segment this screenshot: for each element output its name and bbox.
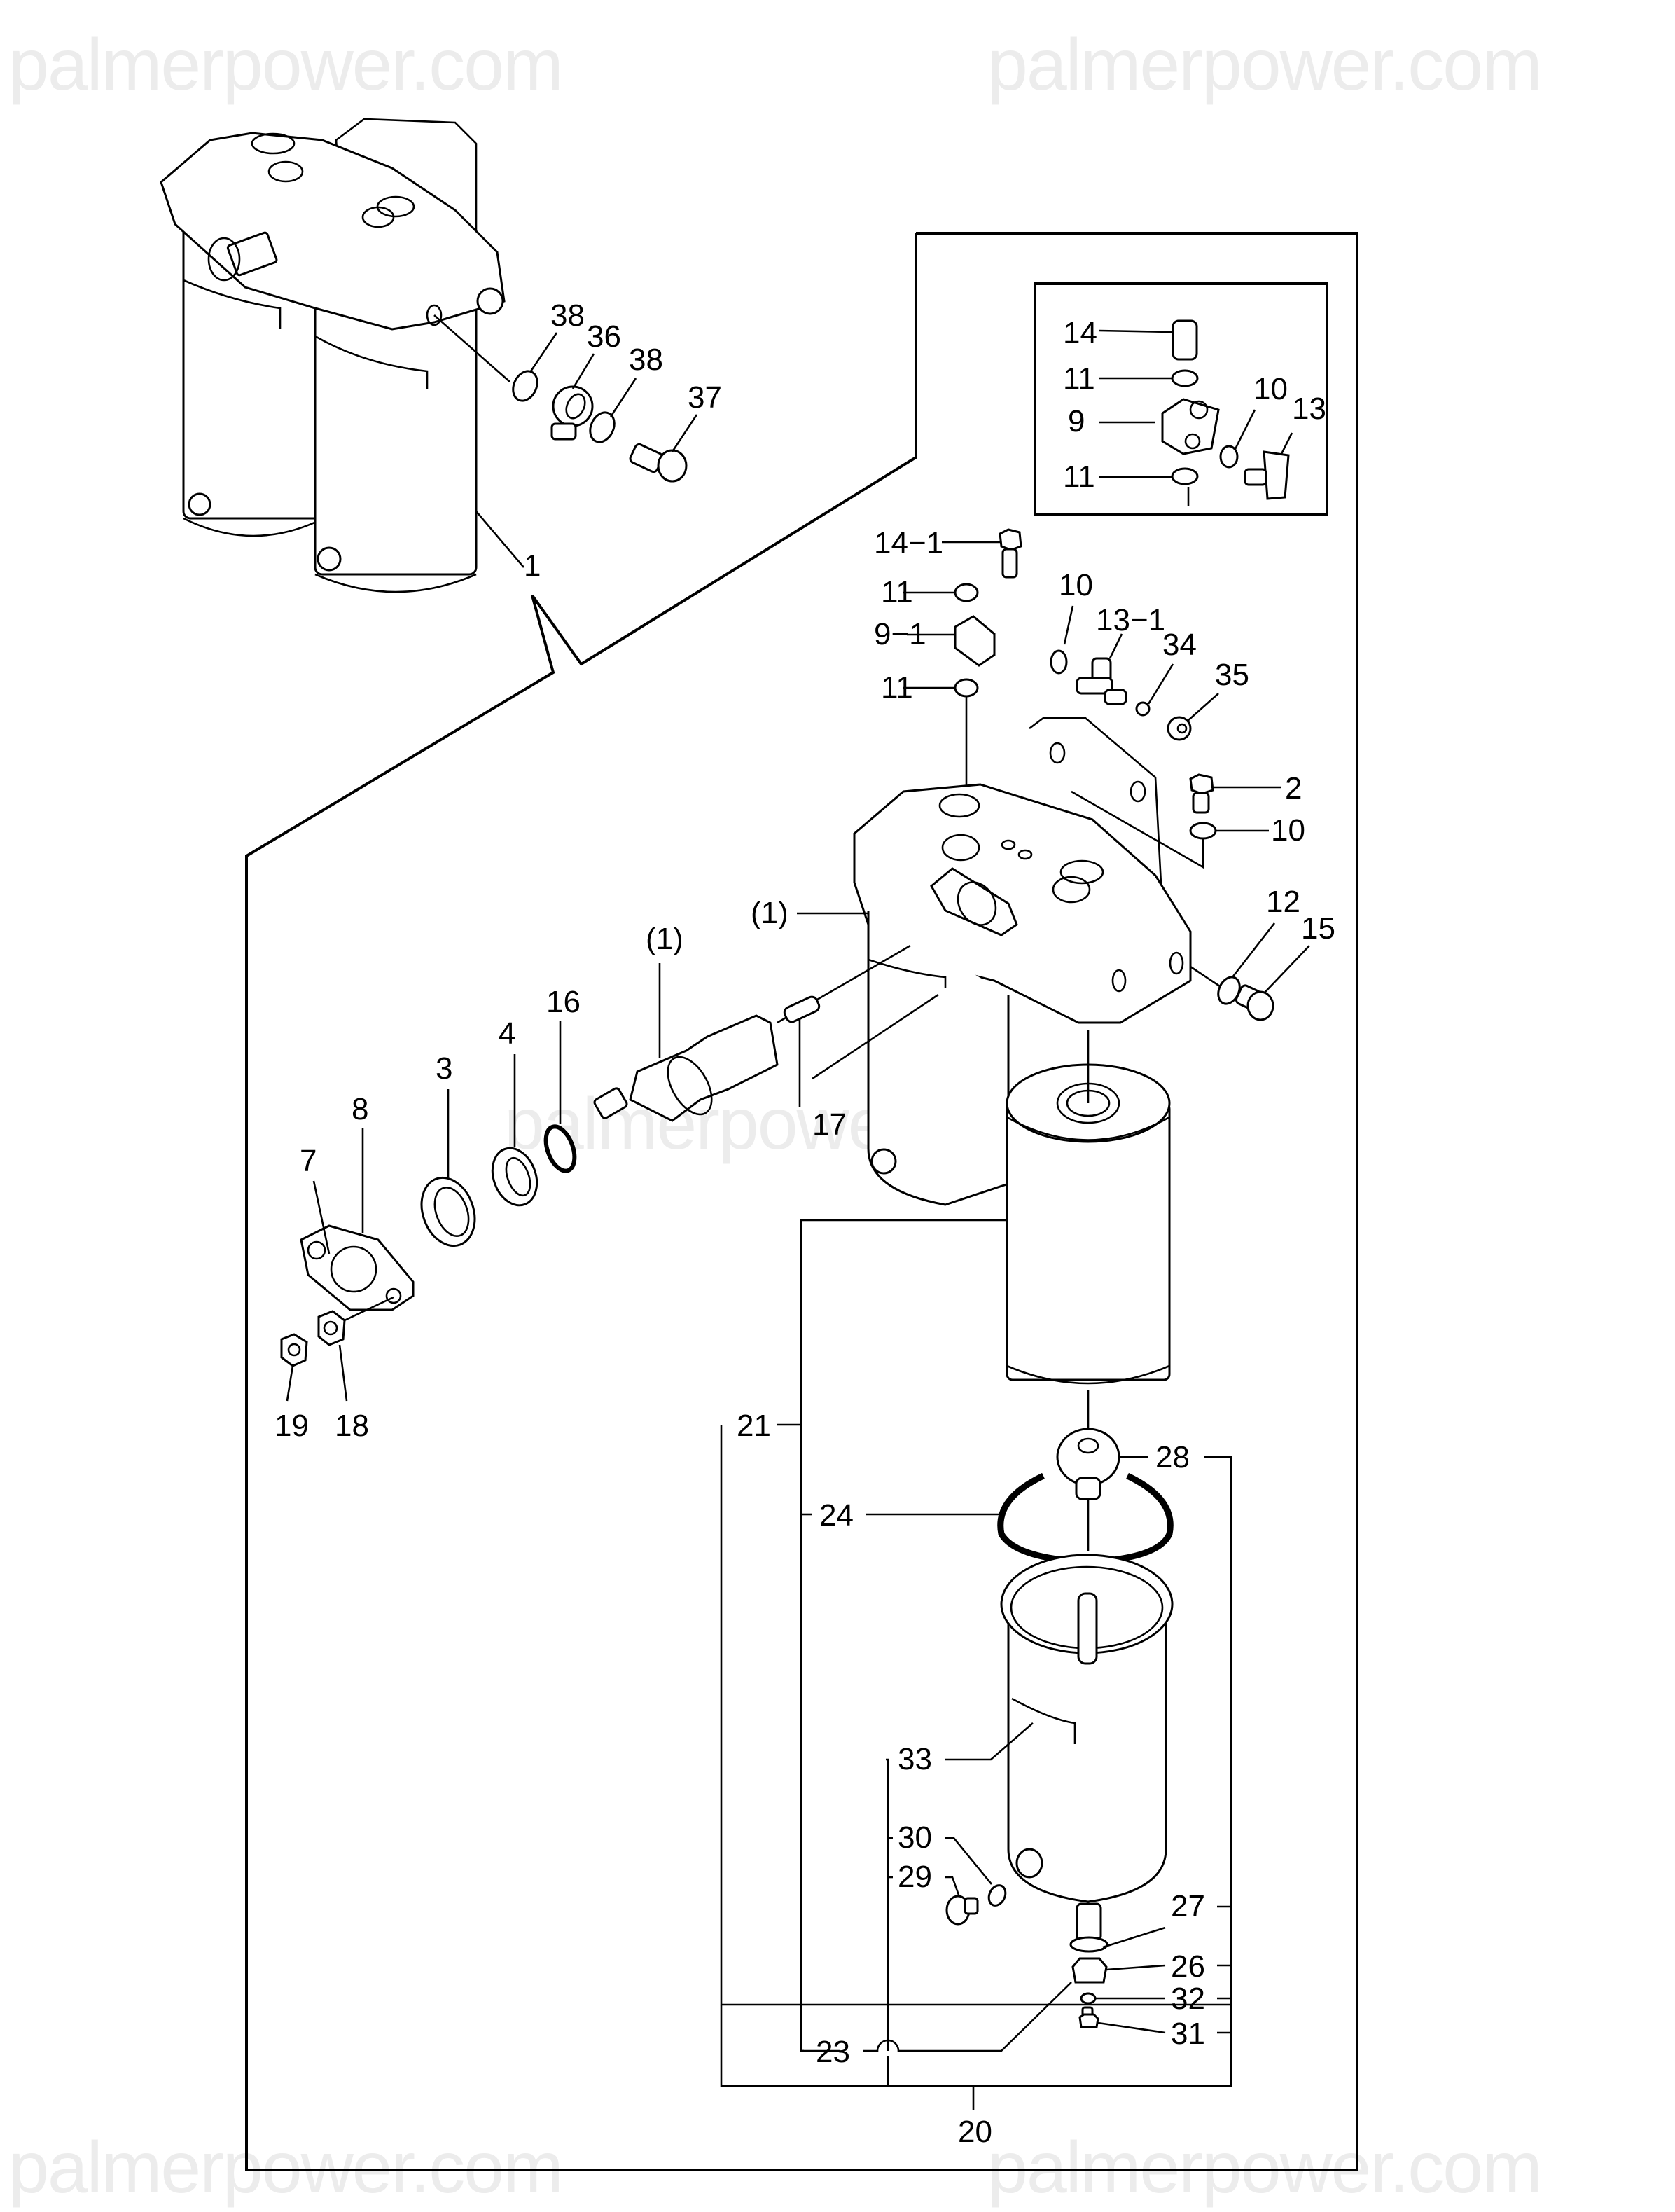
part-30-washer [987, 1884, 1007, 1907]
callout-21: 21 [737, 1409, 771, 1443]
part-38-washer-a [512, 370, 538, 402]
part-11-washer-a [954, 583, 979, 602]
inset-callout-11-a: 11 [1063, 361, 1095, 396]
filter-assembly-complete [160, 118, 506, 593]
callout-33: 33 [898, 1742, 932, 1776]
part-10-washer-a [1050, 649, 1068, 675]
callout-12: 12 [1266, 885, 1300, 919]
callout-24: 24 [819, 1498, 854, 1533]
callout-2: 2 [1285, 771, 1302, 806]
bracket-21 [800, 1219, 1007, 2052]
exploded-view-frame [245, 232, 1358, 2171]
callout-31: 31 [1171, 2017, 1205, 2051]
callout-8: 8 [352, 1092, 368, 1126]
part-15-plug [1235, 984, 1274, 1021]
inset-callout-14: 14 [1063, 316, 1097, 350]
part-16-o-ring [543, 1124, 577, 1173]
part-28-drain-valve-seat [1056, 1428, 1120, 1500]
part-27-drain-stem [1069, 1902, 1108, 1953]
callout-32: 32 [1171, 1982, 1205, 2016]
part-9-1-block [954, 615, 996, 667]
callout-36: 36 [587, 319, 621, 354]
callout-38-b: 38 [629, 343, 663, 377]
callout-30: 30 [898, 1820, 932, 1855]
bracket-20 [720, 2005, 1232, 2087]
leader-1 [475, 511, 524, 568]
watermark-bottom-left: palmerpower.com [8, 2127, 562, 2208]
callout-13-1: 13−1 [1096, 603, 1165, 637]
part-13-1-fitting [1076, 657, 1127, 705]
part-4-seal [491, 1147, 538, 1207]
callout-1: 1 [524, 548, 541, 583]
callout-28: 28 [1155, 1440, 1190, 1474]
watermark-top-left: palmerpower.com [8, 25, 562, 106]
part-18-nut [317, 1310, 346, 1346]
callout-3: 3 [436, 1051, 452, 1086]
part-32-washer [1080, 1992, 1097, 2005]
inset-frame [1034, 282, 1328, 516]
callout-26: 26 [1171, 1949, 1205, 1984]
callout-18: 18 [335, 1409, 369, 1443]
callout-35: 35 [1215, 658, 1249, 692]
part-valve-spool [593, 1014, 779, 1122]
part-33-bowl [1000, 1554, 1174, 1903]
part-35-cap-nut [1167, 716, 1192, 741]
part-19-nut [280, 1333, 308, 1367]
callout-34: 34 [1162, 628, 1197, 662]
callout-23: 23 [816, 2035, 850, 2069]
inset-callout-10: 10 [1253, 372, 1288, 406]
part-3-washer [420, 1176, 476, 1247]
callout-29: 29 [898, 1860, 932, 1894]
inset-callout-13: 13 [1292, 392, 1326, 426]
part-8-flange-cover [300, 1224, 415, 1311]
part-29-drain-plug [945, 1895, 979, 1926]
callout-27: 27 [1171, 1889, 1205, 1923]
filter-canister-left [867, 911, 1010, 1206]
bracket-28 [888, 1456, 1232, 2006]
callout-1-paren-spool: (1) [646, 922, 683, 956]
callout-16: 16 [546, 985, 581, 1019]
callout-4: 4 [499, 1016, 515, 1051]
callout-1-paren-canister: (1) [751, 896, 788, 930]
callout-15: 15 [1301, 911, 1335, 946]
callout-20: 20 [958, 2115, 992, 2149]
callout-10-b: 10 [1271, 813, 1305, 848]
watermark-top-right: palmerpower.com [987, 25, 1541, 106]
part-26-nut [1071, 1957, 1108, 1984]
callout-19: 19 [274, 1409, 309, 1443]
part-10-washer-b [1189, 822, 1217, 840]
callout-14-1: 14−1 [874, 526, 943, 560]
inset-callout-9: 9 [1068, 404, 1085, 438]
part-filter-element [1006, 1063, 1171, 1385]
part-36-banjo-eye [550, 385, 594, 441]
watermark-bottom-right: palmerpower.com [987, 2127, 1541, 2208]
callout-7: 7 [300, 1144, 317, 1178]
part-2-bolt [1189, 773, 1214, 814]
part-14-1-bolt [999, 528, 1022, 579]
callout-37: 37 [688, 380, 722, 415]
callout-38-a: 38 [550, 298, 585, 333]
part-37-banjo-bolt [629, 443, 688, 483]
callout-17: 17 [812, 1107, 847, 1142]
inset-callout-11-b: 11 [1063, 459, 1095, 494]
inset-parts: 14 11 9 10 13 11 [1063, 316, 1326, 506]
part-38-washer-b [589, 411, 616, 443]
part-31-bleed-screw [1078, 2006, 1099, 2028]
part-34-nipple [1135, 701, 1151, 717]
part-17-stud [783, 995, 821, 1023]
callout-10-a: 10 [1059, 568, 1093, 602]
part-11-washer-b [954, 678, 979, 698]
